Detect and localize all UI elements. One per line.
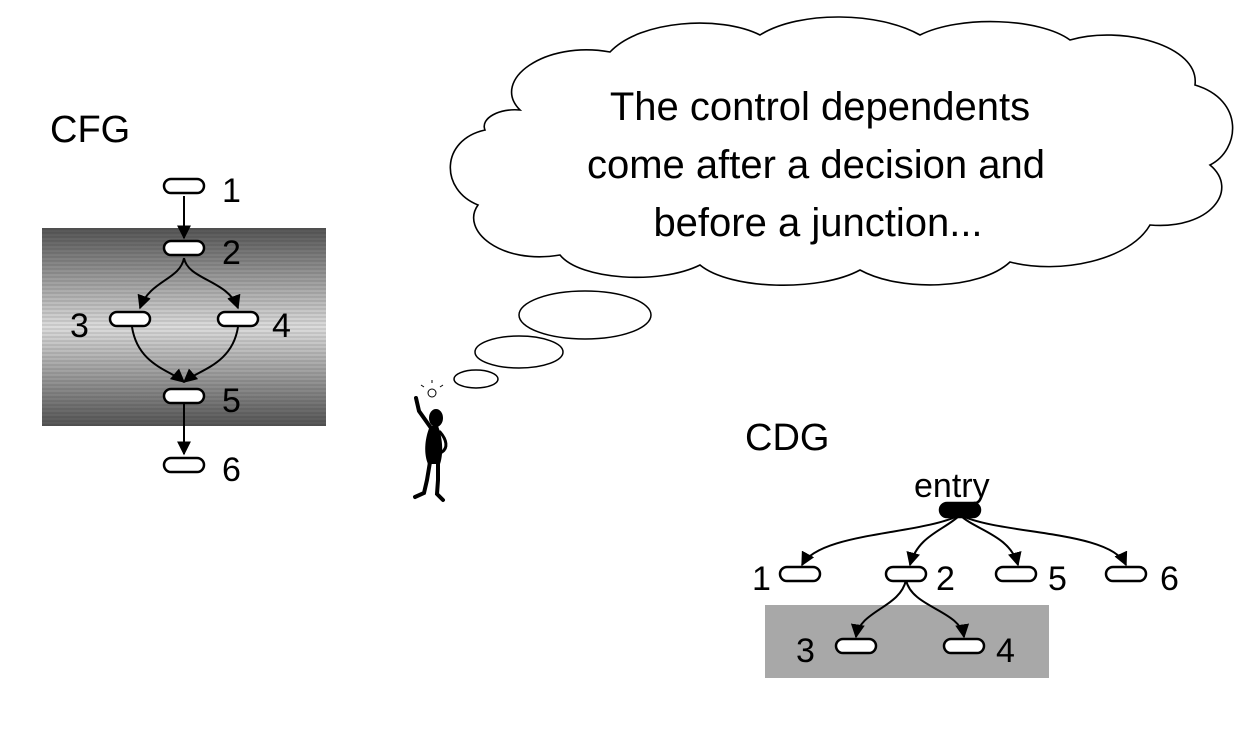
cloud-text-line-2: come after a decision and (587, 143, 1045, 187)
cfg-label-2: 2 (222, 234, 241, 272)
cdg-node-5 (994, 565, 1038, 583)
cfg-title: CFG (50, 109, 130, 151)
thought-bubble-small (453, 369, 499, 389)
cfg-node-5 (162, 387, 206, 405)
cfg-edge-3-5 (131, 326, 186, 383)
lightbulb-icon (427, 388, 437, 398)
thought-cloud: The control dependents come after a deci… (449, 16, 1234, 389)
thought-bubble-medium (474, 335, 564, 369)
cfg-node-3 (108, 310, 152, 328)
cfg-node-6 (162, 456, 206, 474)
thinking-person-icon (413, 380, 448, 502)
cdg-label-3: 3 (796, 632, 815, 670)
cdg-node-6 (1104, 565, 1148, 583)
cdg-edge-entry-6 (959, 514, 1128, 567)
cdg-graph: CDG entry 1 2 5 6 3 4 (745, 417, 1179, 678)
cdg-edge-2-3 (850, 579, 907, 639)
cdg-edge-2-4 (905, 579, 970, 639)
cdg-node-3 (834, 637, 878, 655)
cfg-label-6: 6 (222, 451, 241, 489)
cloud-text-line-1: The control dependents (610, 85, 1030, 129)
cfg-node-1 (162, 177, 206, 195)
cloud-text-line-3: before a junction... (653, 201, 982, 245)
cloud-bubble (449, 16, 1234, 286)
cdg-label-6: 6 (1160, 560, 1179, 598)
cdg-node-2 (884, 565, 928, 583)
cfg-label-5: 5 (222, 382, 241, 420)
cfg-node-2 (162, 239, 206, 257)
cdg-label-2: 2 (936, 560, 955, 598)
cfg-edge-2-4 (183, 257, 241, 310)
cdg-edge-entry-1 (801, 514, 961, 567)
cdg-label-4: 4 (996, 632, 1015, 670)
cdg-title: CDG (745, 417, 829, 459)
cdg-node-1 (778, 565, 822, 583)
cdg-highlight-region (765, 605, 1049, 678)
cfg-label-4: 4 (272, 307, 291, 345)
cdg-label-5: 5 (1048, 560, 1067, 598)
thought-bubble-large (518, 290, 652, 340)
cdg-edge-entry-2 (906, 514, 961, 567)
cdg-entry-label: entry (914, 467, 990, 505)
cfg-graph: CFG 1 2 3 4 5 6 (42, 109, 326, 489)
cfg-node-4 (216, 310, 260, 328)
cdg-label-1: 1 (752, 560, 771, 598)
cdg-node-4 (942, 637, 986, 655)
cfg-label-1: 1 (222, 172, 241, 210)
cfg-edge-4-5 (182, 326, 239, 383)
cdg-edge-entry-5 (959, 514, 1022, 567)
cfg-edge-2-3 (137, 257, 185, 310)
cdg-entry-node (938, 501, 982, 519)
cfg-label-3: 3 (70, 307, 89, 345)
